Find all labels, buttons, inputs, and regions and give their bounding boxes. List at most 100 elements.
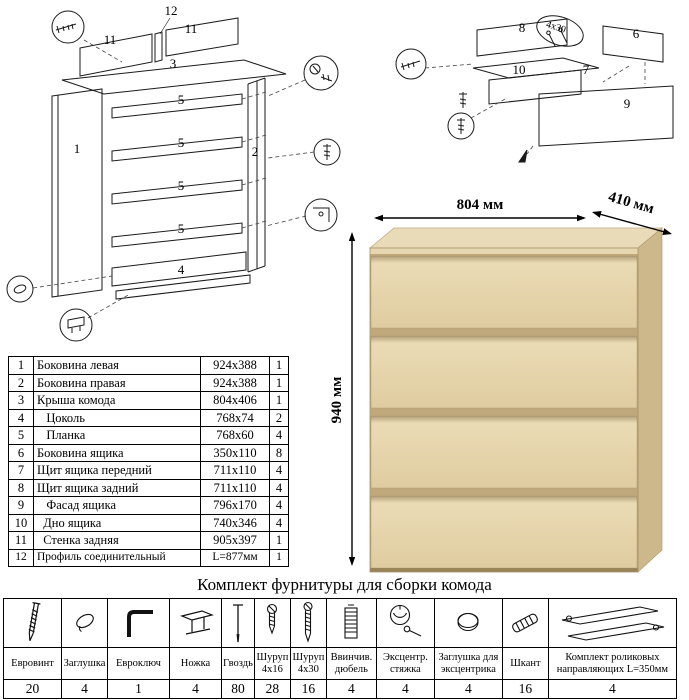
part-size: L=877мм	[200, 548, 270, 567]
part-label-3: 3	[170, 56, 177, 71]
part-qty: 4	[269, 461, 289, 480]
drawer-facade	[538, 85, 674, 147]
table-row: 1 Боковина левая 924x388 1	[8, 356, 289, 375]
assembly-leader-lines	[424, 62, 646, 155]
hardware-icon-cell	[433, 598, 503, 648]
screw-long-icon	[303, 601, 313, 643]
top-board	[61, 59, 287, 95]
hardware-icon-cell	[501, 598, 549, 648]
screw-glyph	[459, 92, 467, 108]
euro-screw-icon	[28, 602, 41, 641]
hardware-name: Евровинт	[3, 647, 62, 680]
part-name: Боковина левая	[33, 356, 201, 375]
dresser-top-face	[368, 227, 664, 249]
part-num: 9	[8, 496, 34, 515]
plinth	[111, 251, 247, 287]
threaded-dowel-icon	[344, 604, 358, 639]
wood-dowel-icon	[512, 613, 539, 633]
back-panel-left	[79, 33, 153, 77]
part-label-11: 11	[185, 21, 198, 36]
drawer-slides-icon	[562, 606, 665, 641]
fastener-callout-circle	[303, 55, 339, 91]
screw-glyph	[457, 118, 465, 134]
part-num: 7	[8, 461, 34, 480]
hardware-name: Ножка	[169, 647, 222, 680]
direction-arrow	[518, 149, 528, 163]
depth-value: 410 мм	[606, 190, 655, 217]
part-size: 804x406	[200, 391, 270, 410]
part-num: 8	[8, 478, 34, 497]
back-panel-right	[165, 17, 239, 57]
drawer-front	[370, 415, 638, 489]
table-row: 6 Боковина ящика 350x110 8	[8, 443, 289, 462]
drawer-bottom	[472, 57, 600, 79]
part-name: Фасад ящика	[33, 496, 201, 515]
drawer-front	[370, 255, 638, 329]
hardware-table: Евровинт Заглушка Евроключ Ножка Гвоздь …	[3, 598, 677, 699]
fastener-callout-circle	[447, 112, 475, 140]
table-row: 3 Крыша комода 804x406 1	[8, 391, 289, 410]
hardware-qty: 4	[169, 679, 222, 699]
hardware-name: Шуруп 4x16	[253, 647, 291, 680]
part-qty: 4	[269, 478, 289, 497]
hardware-icon-cell	[253, 598, 291, 648]
hardware-name: Эксцентр. стяжка	[375, 647, 435, 680]
hardware-qty-row: 20 4 1 4 80 28 16 4 4 4 16 4	[3, 679, 677, 699]
part-size: 796x170	[200, 496, 270, 515]
part-size: 711x110	[200, 478, 270, 497]
hardware-icon-cell	[169, 598, 222, 648]
part-size: 350x110	[200, 443, 270, 462]
table-row: 7 Щит ящика передний 711x110 4	[8, 461, 289, 480]
part-size: 924x388	[200, 373, 270, 392]
plug-icon	[75, 613, 94, 632]
hardware-qty: 4	[325, 679, 377, 699]
bracket-glyph	[313, 207, 330, 222]
hardware-name: Комплект роликовых направляющих L=350мм	[547, 647, 677, 680]
hardware-name: Ввинчив. дюбель	[325, 647, 377, 680]
hardware-qty: 80	[221, 679, 255, 699]
hardware-qty: 1	[107, 679, 170, 699]
table-row: 5 Планка 768x60 4	[8, 426, 289, 445]
part-num: 11	[8, 531, 34, 550]
hardware-icon-cell	[375, 598, 435, 648]
part-num: 12	[8, 548, 34, 567]
plank	[111, 136, 243, 162]
part-label-2: 2	[252, 144, 259, 159]
part-name: Щит ящика передний	[33, 461, 201, 480]
nail-icon	[232, 604, 243, 643]
part-name: Щит ящика задний	[33, 478, 201, 497]
leg-icon	[179, 610, 214, 635]
hardware-icon-cell	[547, 598, 677, 648]
hardware-name: Шкант	[501, 647, 549, 680]
part-label-4: 4	[178, 262, 185, 277]
plank	[111, 93, 243, 119]
part-label-1: 1	[74, 141, 81, 156]
screw-size-callout	[536, 15, 584, 47]
hardware-qty: 4	[375, 679, 435, 699]
drawer-front	[370, 335, 638, 409]
hardware-icon-cell	[107, 598, 170, 648]
part-num: 5	[8, 426, 34, 445]
part-label-12: 12	[165, 3, 178, 18]
table-row: 2 Боковина правая 924x388 1	[8, 373, 289, 392]
part-label-7: 7	[583, 62, 590, 77]
small-screws-glyph	[546, 27, 568, 47]
plank	[111, 222, 243, 248]
part-name: Планка	[33, 426, 201, 445]
part-name: Крыша комода	[33, 391, 201, 410]
assembly-leader-lines	[32, 39, 315, 319]
screw-short-icon	[267, 603, 278, 635]
plug-glyph	[13, 284, 27, 294]
part-size: 768x60	[200, 426, 270, 445]
cam-screw-glyph	[309, 63, 333, 82]
part-name: Дно ящика	[33, 513, 201, 532]
part-size: 905x397	[200, 531, 270, 550]
drawer-side-panel	[602, 25, 664, 63]
plinth-bottom	[115, 274, 251, 300]
hardware-kit-title: Комплект фурнитуры для сборки комода	[197, 575, 492, 594]
part-label-6: 6	[633, 26, 640, 41]
hardware-qty: 4	[547, 679, 677, 699]
hardware-qty: 28	[253, 679, 291, 699]
part-size: 740x346	[200, 513, 270, 532]
